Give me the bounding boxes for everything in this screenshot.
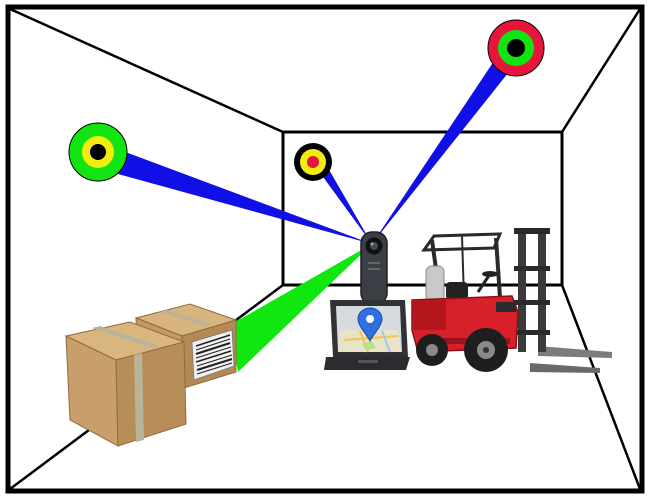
360-camera-icon: [360, 231, 388, 305]
outer-wall-frame: [5, 4, 645, 494]
sensor-rays: [118, 58, 512, 372]
target-marker-center: [294, 143, 332, 181]
forklift-icon: [411, 228, 612, 373]
ray-to-boxes: [230, 244, 372, 372]
laptop-map-icon: [324, 300, 410, 370]
back-wall: [281, 130, 564, 287]
ceiling-edge-right: [560, 8, 642, 133]
target-marker-right: [487, 19, 545, 77]
cardboard-boxes-icon: [64, 303, 238, 447]
ray-to-left-marker: [118, 150, 372, 244]
target-marker-left: [68, 122, 128, 182]
ceiling-edge-left: [9, 7, 284, 134]
floor-edge-right: [560, 284, 642, 490]
ray-to-right-marker: [372, 58, 512, 244]
ray-to-center-marker: [318, 168, 372, 244]
barcode-icon: [191, 329, 235, 381]
